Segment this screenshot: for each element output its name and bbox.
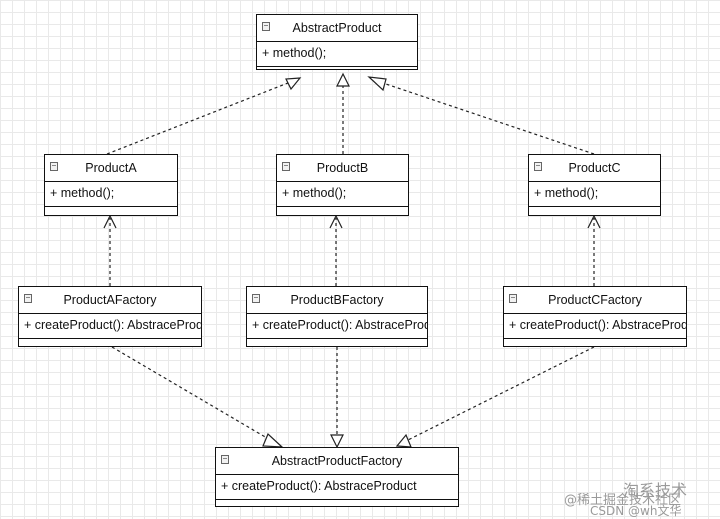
open-arrow <box>329 214 343 229</box>
class-name: ProductA <box>85 161 137 175</box>
class-icon <box>24 294 32 303</box>
edge-productafactory-abstractproductfactory <box>111 346 273 442</box>
hollow-triangle-arrow <box>262 432 284 448</box>
class-name: ProductBFactory <box>290 293 384 307</box>
class-name: ProductCFactory <box>548 293 642 307</box>
watermark-line-1: @稀土掘金技术社区 <box>564 493 682 508</box>
class-product-a-factory[interactable]: ProductAFactory + createProduct(): Abstr… <box>18 286 202 347</box>
class-product-c[interactable]: ProductC + method(); <box>528 154 661 216</box>
class-name: ProductAFactory <box>63 293 157 307</box>
class-method: + method(); <box>529 182 660 207</box>
class-product-b-factory[interactable]: ProductBFactory + createProduct(): Abstr… <box>246 286 428 347</box>
edge-productcfactory-abstractproductfactory <box>405 346 595 442</box>
open-arrow <box>103 214 117 229</box>
edge-producta-abstractproduct <box>106 80 294 155</box>
class-method: + method(); <box>277 182 408 207</box>
class-method: + createProduct(): AbstraceProduct <box>247 314 427 339</box>
hollow-triangle-arrow <box>395 433 412 448</box>
class-product-a[interactable]: ProductA + method(); <box>44 154 178 216</box>
class-icon <box>252 294 260 303</box>
hollow-triangle-arrow <box>367 76 387 92</box>
open-arrow <box>587 214 601 229</box>
class-abstract-product-factory[interactable]: AbstractProductFactory + createProduct()… <box>215 447 459 507</box>
class-icon <box>262 22 270 31</box>
hollow-triangle-arrow <box>285 77 302 91</box>
edge-productc-abstractproduct <box>376 80 595 155</box>
class-name: ProductC <box>568 161 621 175</box>
watermark-line-3: CSDN @wh文华 <box>590 504 682 518</box>
class-name: AbstractProductFactory <box>271 454 403 468</box>
class-abstract-product[interactable]: AbstractProduct + method(); <box>256 14 418 70</box>
hollow-triangle-arrow <box>330 434 344 449</box>
class-product-c-factory[interactable]: ProductCFactory + createProduct(): Abstr… <box>503 286 687 347</box>
class-name: AbstractProduct <box>292 21 382 35</box>
hollow-triangle-arrow <box>336 72 350 87</box>
class-icon <box>50 162 58 171</box>
class-icon <box>534 162 542 171</box>
class-method: + method(); <box>45 182 177 207</box>
class-icon <box>509 294 517 303</box>
class-product-b[interactable]: ProductB + method(); <box>276 154 409 216</box>
class-icon <box>221 455 229 464</box>
class-method: + createProduct(): AbstraceProduct <box>504 314 686 339</box>
class-method: + createProduct(): AbstraceProduct <box>19 314 201 339</box>
watermark-line-2: 淘系技术 <box>623 481 688 500</box>
class-method: + method(); <box>257 42 417 67</box>
class-method: + createProduct(): AbstraceProduct <box>216 475 458 500</box>
class-name: ProductB <box>316 161 369 175</box>
class-icon <box>282 162 290 171</box>
